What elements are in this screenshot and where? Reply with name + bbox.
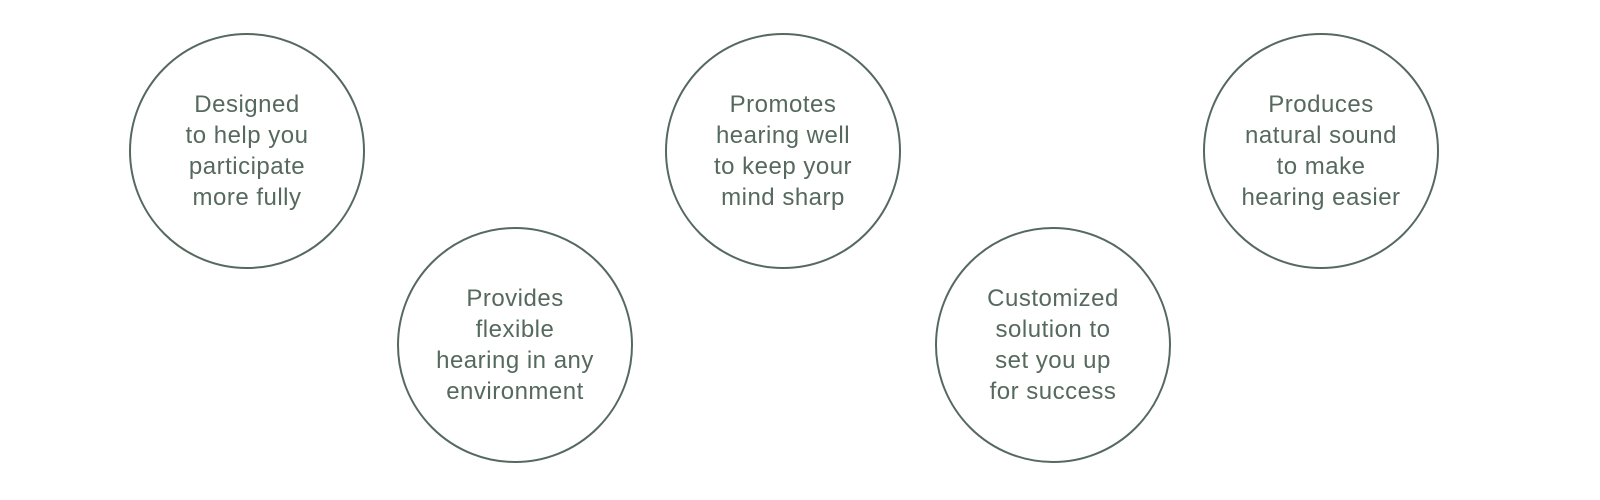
benefit-text: Promotes hearing well to keep your mind …	[713, 91, 853, 211]
benefit-circle-flexible: Provides flexible hearing in any environ…	[397, 227, 633, 463]
benefit-text: Provides flexible hearing in any environ…	[436, 285, 594, 405]
benefit-text: Customized solution to set you up for su…	[987, 285, 1119, 405]
benefit-circle-natural-sound: Produces natural sound to make hearing e…	[1203, 33, 1439, 269]
benefit-text: Designed to help you participate more fu…	[185, 91, 309, 211]
benefit-circle-mind-sharp: Promotes hearing well to keep your mind …	[665, 33, 901, 269]
benefit-circle-participate: Designed to help you participate more fu…	[129, 33, 365, 269]
benefit-text: Produces natural sound to make hearing e…	[1241, 91, 1401, 211]
benefit-circle-customized: Customized solution to set you up for su…	[935, 227, 1171, 463]
